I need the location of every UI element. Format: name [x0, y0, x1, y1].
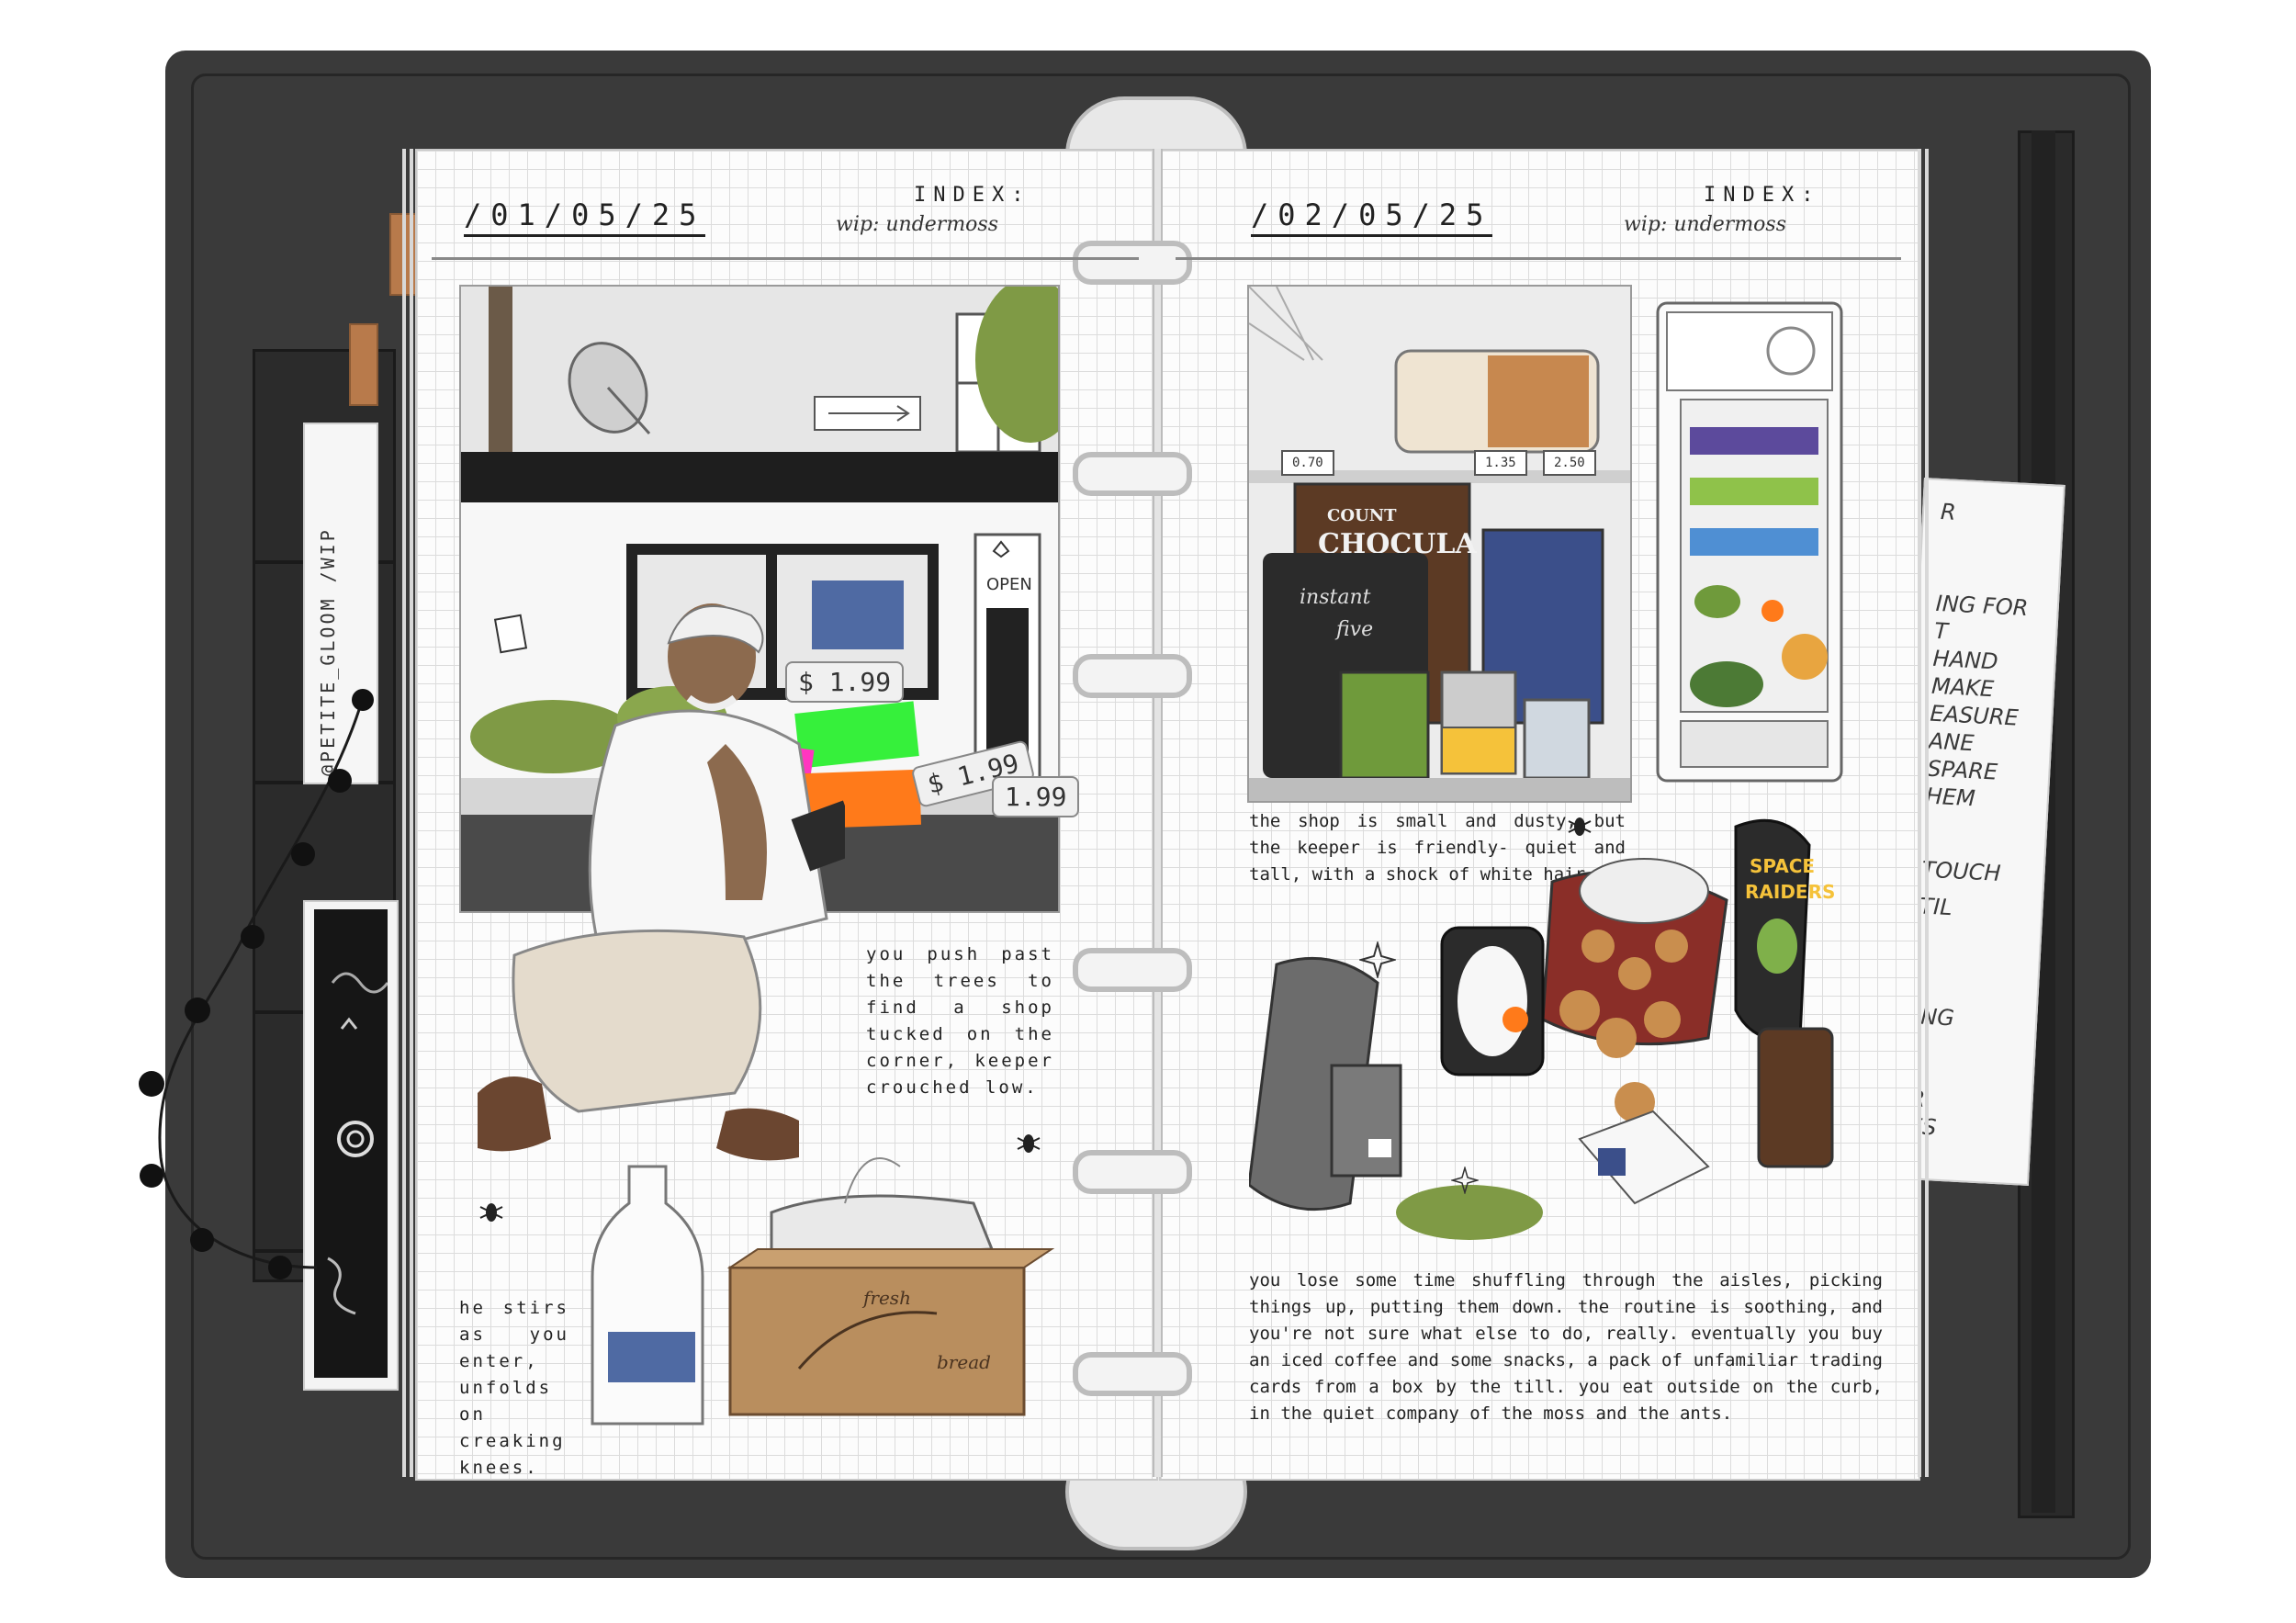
- caption-shop-corner: you push past the trees to find a shop t…: [866, 944, 1054, 1098]
- page-spine: [1153, 149, 1163, 1477]
- ant-icon: [479, 1203, 503, 1222]
- cereal-brand-count: COUNT: [1327, 506, 1397, 525]
- caption-shop-dusty: the shop is small and dusty, but the kee…: [1249, 811, 1626, 885]
- sparkle-icon: [1359, 941, 1396, 978]
- receipt-line: T: [1933, 617, 1949, 645]
- left-index-label: INDEX:: [914, 184, 1031, 207]
- left-page-date: /01/05/25: [464, 195, 706, 237]
- ant-icon: [1017, 1134, 1041, 1153]
- price-tag: 1.99: [992, 776, 1080, 817]
- binder-ring: [1073, 948, 1192, 992]
- page-stack-edge: [1925, 149, 1929, 1477]
- photo-print: [314, 909, 389, 1378]
- receipt-line: EASURE: [1929, 700, 2020, 731]
- page-stack-edge: [410, 149, 413, 1477]
- caption-aisles: you lose some time shuffling through the…: [1249, 1270, 1883, 1424]
- snack-pile-illustration: SPACE RAIDERS: [1249, 818, 1835, 1240]
- right-header-rule: [1176, 257, 1901, 260]
- page-stack-edge: [1918, 149, 1921, 1477]
- box-label-bread: bread: [937, 1351, 991, 1373]
- price-tag: $ 1.99: [785, 661, 905, 703]
- milk-and-bread-box: fresh bread: [591, 1157, 1055, 1426]
- receipt-line: HEM: [1925, 783, 1976, 812]
- receipt-line: ANE: [1928, 727, 1975, 757]
- noodle-brand-instant: instant: [1300, 586, 1371, 609]
- shopkeeper-illustration: [478, 603, 845, 1161]
- price-sticker: 2.50: [1543, 450, 1596, 476]
- binder-ring: [1073, 241, 1192, 285]
- left-wip-label: wip: undermoss: [836, 213, 998, 236]
- binder-ring: [1073, 654, 1192, 698]
- binder-ring: [1073, 1352, 1192, 1396]
- snack-brand-space: SPACE: [1750, 855, 1815, 877]
- shelf-art: COUNT CHOCULA instant five: [1249, 287, 1630, 801]
- page-stack-edge: [402, 149, 406, 1477]
- page-tab[interactable]: [349, 323, 378, 406]
- noodle-brand-five: five: [1334, 618, 1373, 641]
- ant-icon: [1568, 817, 1592, 836]
- bead-string: [139, 689, 374, 1279]
- shelf-illustration: COUNT CHOCULA instant five: [1247, 285, 1632, 803]
- open-sign: OPEN: [986, 575, 1032, 594]
- cover-stitching: [191, 73, 2131, 1560]
- receipt-line: R: [1940, 499, 1957, 525]
- left-header-rule: [432, 257, 1139, 260]
- right-index-label: INDEX:: [1704, 184, 1821, 207]
- name-tag-card[interactable]: [303, 423, 378, 784]
- price-sticker: 1.35: [1474, 450, 1527, 476]
- receipt-line: HAND: [1931, 645, 1999, 675]
- receipt-line: SPARE: [1926, 755, 1998, 785]
- binder-ring: [1073, 452, 1192, 496]
- receipt-line: ING FOR: [1935, 590, 2030, 622]
- snack-brand-raiders: RAIDERS: [1745, 881, 1835, 903]
- caption-keeper-stirs: he stirs as you enter, unfolds on creaki…: [459, 1298, 569, 1478]
- swirl-photo-art: [327, 972, 389, 1315]
- drinks-fridge[interactable]: [1653, 299, 1851, 790]
- right-page-date: /02/05/25: [1251, 195, 1493, 237]
- sparkle-icon: [1451, 1167, 1479, 1194]
- receipt-line: MAKE: [1930, 672, 1995, 703]
- price-sticker: 0.70: [1281, 450, 1334, 476]
- box-label-fresh: fresh: [861, 1287, 911, 1309]
- receipt-line: TOUCH: [1920, 856, 2002, 886]
- right-wip-label: wip: undermoss: [1624, 213, 1786, 236]
- binder-ring: [1073, 1150, 1192, 1194]
